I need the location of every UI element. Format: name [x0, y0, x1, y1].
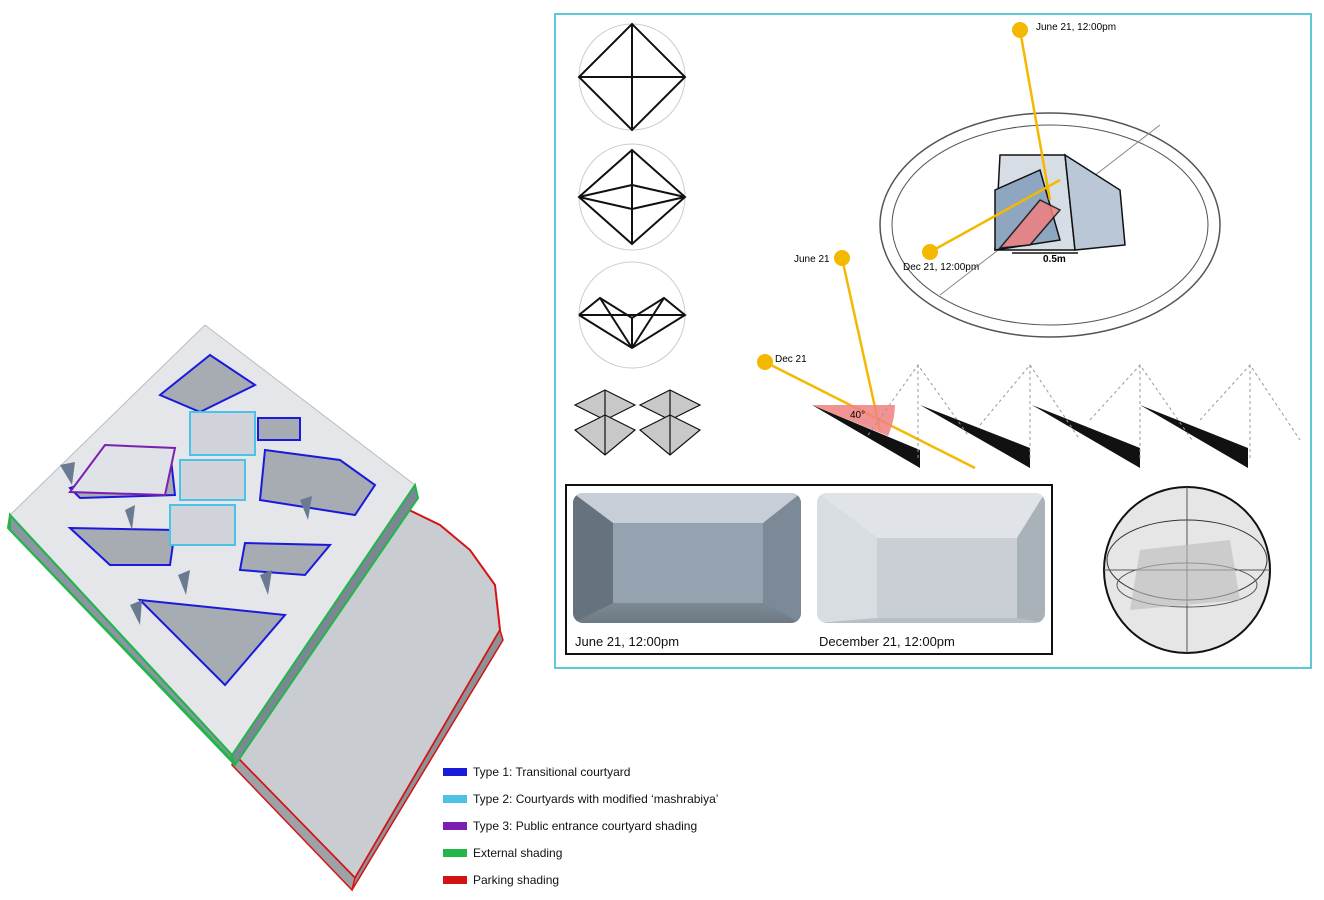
legend-swatch-type1 — [443, 767, 467, 776]
legend-swatch-external — [443, 848, 467, 857]
sun-dec-noon — [922, 244, 938, 260]
legend-item-type2: Type 2: Courtyards with modified ‘mashra… — [443, 785, 783, 812]
geometry-diagram: June 21, 12:00pm Dec 21, 12:00pm June 21… — [573, 22, 1301, 654]
shading-diagram-panel — [554, 13, 1312, 669]
sun-positions — [757, 22, 1028, 370]
legend-swatch-parking — [443, 875, 467, 884]
render-december-image — [817, 493, 1045, 623]
render-photos-frame: June 21, 12:00pm December 21, 12:00pm — [565, 484, 1053, 655]
render-june-image — [573, 493, 801, 623]
sun-dec — [757, 354, 773, 370]
render-december — [817, 493, 1045, 623]
render-june — [573, 493, 801, 623]
legend-item-type3: Type 3: Public entrance courtyard shadin… — [443, 812, 783, 839]
caption-june: June 21, 12:00pm — [575, 634, 680, 649]
type3-courtyard — [68, 443, 177, 497]
legend-label-type2: Type 2: Courtyards with modified ‘mashra… — [473, 791, 719, 806]
label-june-noon-top: June 21, 12:00pm — [1036, 22, 1116, 33]
sunpath-dome — [1103, 486, 1271, 654]
parking-shading-block — [231, 506, 504, 892]
module-diagram-2 — [577, 143, 687, 251]
module-diagram-3 — [578, 261, 687, 369]
legend-swatch-type2 — [443, 794, 467, 803]
legend-swatch-type3 — [443, 821, 467, 830]
type1-courtyards — [67, 353, 377, 687]
sun-june-noon-top — [1012, 22, 1028, 38]
label-dec-noon: Dec 21, 12:00pm — [903, 262, 979, 273]
section-dashed-pyramids — [867, 364, 1301, 460]
legend: Type 1: Transitional courtyard Type 2: C… — [443, 758, 783, 893]
label-dec: Dec 21 — [775, 354, 807, 365]
angle-label: 40° — [850, 410, 865, 421]
legend-label-type3: Type 3: Public entrance courtyard shadin… — [473, 818, 698, 833]
caption-december: December 21, 12:00pm — [819, 634, 955, 649]
legend-label-type1: Type 1: Transitional courtyard — [473, 764, 631, 779]
roof-shadows — [60, 462, 312, 625]
type2-courtyards — [169, 411, 256, 546]
module-diagram-1 — [577, 22, 687, 132]
legend-item-type1: Type 1: Transitional courtyard — [443, 758, 783, 785]
legend-item-external: External shading — [443, 839, 783, 866]
label-june: June 21 — [794, 254, 830, 265]
sun-june — [834, 250, 850, 266]
pyramid-model — [994, 153, 1126, 251]
section-profiles — [812, 405, 1248, 468]
dimension-label: 0.5m — [1043, 254, 1066, 265]
site-plan-axonometric — [6, 324, 504, 892]
legend-label-parking: Parking shading — [473, 872, 560, 887]
legend-item-parking: Parking shading — [443, 866, 783, 893]
module-array — [573, 389, 702, 456]
legend-label-external: External shading — [473, 845, 563, 860]
